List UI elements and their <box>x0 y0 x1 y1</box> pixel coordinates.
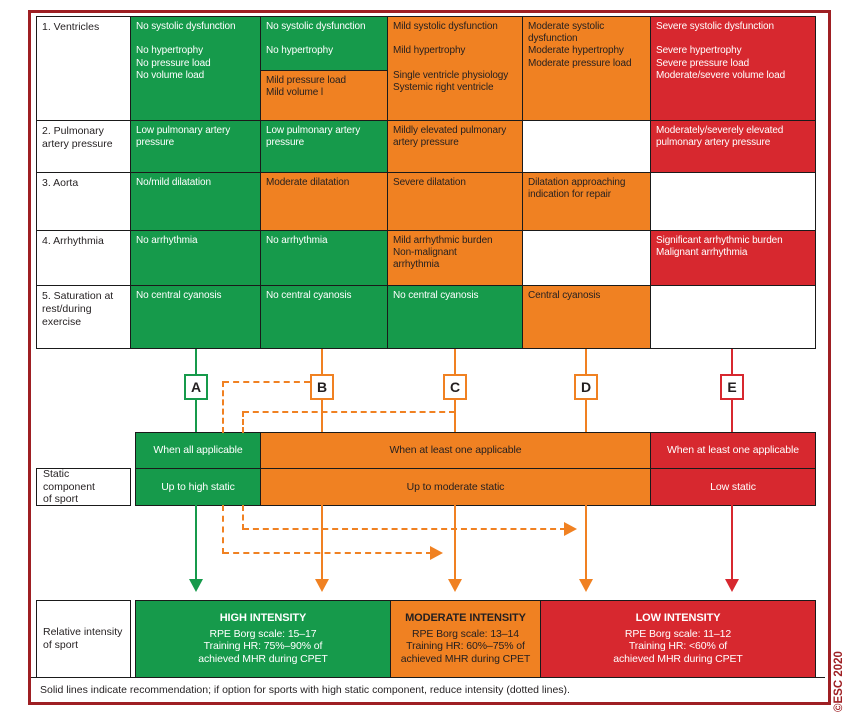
dashed-path-b-horizontal-top <box>223 381 310 383</box>
cell-saturation-c: No central cyanosis <box>387 285 523 349</box>
flow-line-a-mid <box>195 400 197 433</box>
cell-ventricles-a: No systolic dysfunction No hypertrophy N… <box>130 16 261 121</box>
intensity-moderate-cell: MODERATE INTENSITY RPE Borg scale: 13–14… <box>390 600 541 678</box>
cell-aorta-b: Moderate dilatation <box>260 172 388 231</box>
dashed-path-b-vertical-upper <box>222 381 224 433</box>
row-label-saturation: 5. Saturation at rest/during exercise <box>36 285 131 349</box>
intensity-low-cell: LOW INTENSITY RPE Borg scale: 11–12 Trai… <box>540 600 816 678</box>
cell-pulmonary-d-empty <box>522 120 651 173</box>
cell-ventricles-c: Mild systolic dysfunction Mild hypertrop… <box>387 16 523 121</box>
arrow-down-b-icon <box>315 579 329 592</box>
flow-line-b-lower <box>321 505 323 579</box>
arrow-down-d-icon <box>579 579 593 592</box>
intensity-moderate-title: MODERATE INTENSITY <box>405 612 526 625</box>
dashed-path-b-horizontal-bottom <box>223 552 432 554</box>
flow-line-e-lower <box>731 505 733 579</box>
row-label-ventricles: 1. Ventricles <box>36 16 131 121</box>
cell-arrhythmia-e: Significant arrhythmic burden Malignant … <box>650 230 816 286</box>
esc-copyright: ©ESC 2020 <box>833 651 845 712</box>
cell-pulmonary-b: Low pulmonary artery pressure <box>260 120 388 173</box>
intensity-high-title: HIGH INTENSITY <box>219 612 307 625</box>
cell-arrhythmia-c: Mild arrhythmic burden Non-malignant arr… <box>387 230 523 286</box>
band-static-green: Up to high static <box>135 468 261 506</box>
arrow-down-a-icon <box>189 579 203 592</box>
arrow-right-b-to-c-icon <box>430 546 443 560</box>
cell-pulmonary-c: Mildly elevated pulmonary artery pressur… <box>387 120 523 173</box>
footnote-text: Solid lines indicate recommendation; if … <box>40 684 570 696</box>
dashed-path-c-horizontal-top <box>243 411 455 413</box>
cell-ventricles-b-bottom: Mild pressure load Mild volume l <box>260 70 388 121</box>
cell-saturation-a: No central cyanosis <box>130 285 261 349</box>
flow-line-d-mid <box>585 400 587 433</box>
cell-aorta-d: Dilatation approaching indication for re… <box>522 172 651 231</box>
flow-line-b-mid <box>321 400 323 433</box>
letter-box-e: E <box>720 374 744 400</box>
cell-saturation-d: Central cyanosis <box>522 285 651 349</box>
band-applicable-green: When all applicable <box>135 432 261 469</box>
band-static-red: Low static <box>650 468 816 506</box>
letter-box-d: D <box>574 374 598 400</box>
static-component-label: Static component of sport <box>36 468 131 506</box>
letter-box-a: A <box>184 374 208 400</box>
row-label-arrhythmia: 4. Arrhythmia <box>36 230 131 286</box>
intensity-moderate-body: RPE Borg scale: 13–14 Training HR: 60%–7… <box>400 627 531 666</box>
cell-saturation-b: No central cyanosis <box>260 285 388 349</box>
flow-line-c-lower <box>454 505 456 579</box>
intensity-low-title: LOW INTENSITY <box>635 612 721 625</box>
cell-aorta-e-empty <box>650 172 816 231</box>
row-label-aorta: 3. Aorta <box>36 172 131 231</box>
dashed-path-b-vertical-lower <box>222 505 224 554</box>
letter-box-b: B <box>310 374 334 400</box>
cell-aorta-a: No/mild dilatation <box>130 172 261 231</box>
dashed-path-c-vertical-lower <box>242 505 244 530</box>
cell-ventricles-b-top: No systolic dysfunction No hypertrophy <box>260 16 388 71</box>
flow-line-e-upper <box>731 349 733 374</box>
band-static-orange: Up to moderate static <box>260 468 651 506</box>
arrow-right-c-to-d-icon <box>564 522 577 536</box>
flow-line-c-mid <box>454 400 456 433</box>
flow-line-c-upper <box>454 349 456 374</box>
cell-ventricles-e: Severe systolic dysfunction Severe hyper… <box>650 16 816 121</box>
cell-arrhythmia-d-empty <box>522 230 651 286</box>
flow-line-d-upper <box>585 349 587 374</box>
band-applicable-red: When at least one applicable <box>650 432 816 469</box>
flow-line-a-upper <box>195 349 197 374</box>
cell-saturation-e-empty <box>650 285 816 349</box>
intensity-high-body: RPE Borg scale: 15–17 Training HR: 75%–9… <box>198 627 328 666</box>
relative-intensity-label: Relative intensity of sport <box>36 600 131 678</box>
cell-pulmonary-a: Low pulmonary artery pressure <box>130 120 261 173</box>
footnote-divider <box>31 677 825 678</box>
cell-ventricles-d: Moderate systolic dysfunction Moderate h… <box>522 16 651 121</box>
letter-box-c: C <box>443 374 467 400</box>
flow-line-d-lower <box>585 505 587 579</box>
arrow-down-e-icon <box>725 579 739 592</box>
row-label-pulmonary: 2. Pulmonary artery pressure <box>36 120 131 173</box>
intensity-high-cell: HIGH INTENSITY RPE Borg scale: 15–17 Tra… <box>135 600 391 678</box>
flow-line-a-lower <box>195 505 197 579</box>
dashed-path-c-horizontal-bottom <box>243 528 566 530</box>
cell-arrhythmia-b: No arrhythmia <box>260 230 388 286</box>
cell-pulmonary-e: Moderately/severely elevated pulmonary a… <box>650 120 816 173</box>
flow-line-e-mid <box>731 400 733 433</box>
cell-arrhythmia-a: No arrhythmia <box>130 230 261 286</box>
intensity-low-body: RPE Borg scale: 11–12 Training HR: <60% … <box>613 627 743 666</box>
figure-frame <box>28 10 831 705</box>
arrow-down-c-icon <box>448 579 462 592</box>
band-applicable-orange: When at least one applicable <box>260 432 651 469</box>
dashed-path-c-vertical-upper <box>242 411 244 433</box>
flow-line-b-upper <box>321 349 323 374</box>
cell-aorta-c: Severe dilatation <box>387 172 523 231</box>
